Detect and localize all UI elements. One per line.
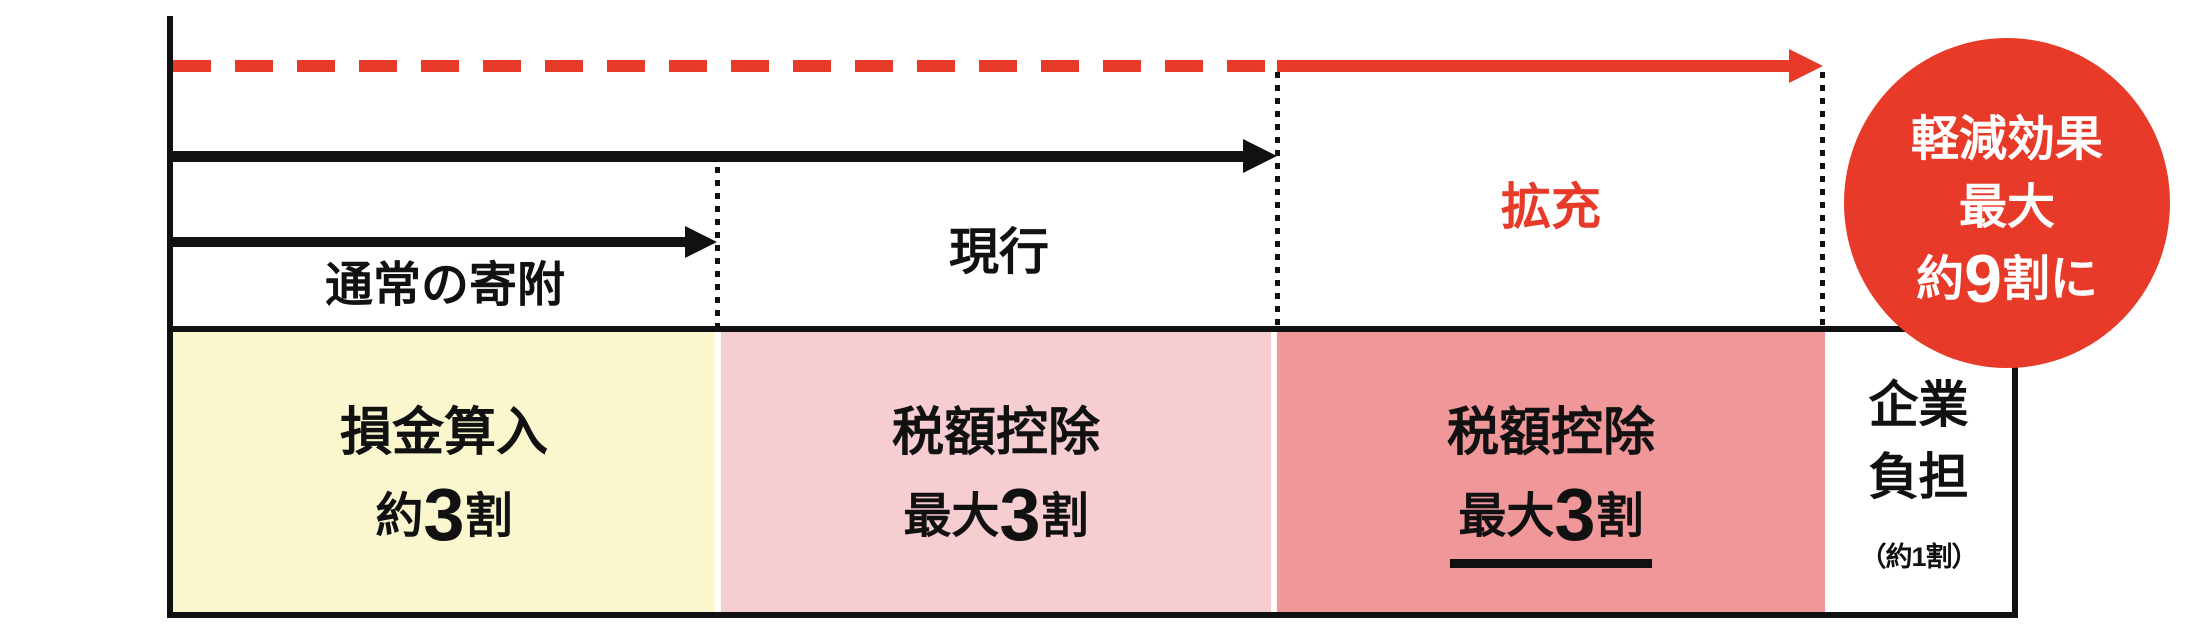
tax-credit-current-line1: 税額控除 <box>891 404 1100 462</box>
tax-credit-current-line2-big: 3 <box>999 473 1041 556</box>
normal-donation-arrow-shaft <box>173 237 685 247</box>
company-burden-line1: 企業 <box>1868 377 1969 433</box>
deduction-bar <box>167 326 2018 618</box>
section-tax-credit-expanded-bg <box>1277 332 1825 612</box>
expanded-arrowhead-icon <box>1789 49 1823 83</box>
tax-credit-expanded-line2: 最大3割 <box>1277 478 1825 568</box>
company-burden-line2: 負担 <box>1868 449 1969 505</box>
current-arrowhead-icon <box>1243 139 1277 173</box>
badge-line3-post: 割に <box>2001 253 2098 306</box>
tax-credit-current-line2: 最大3割 <box>721 478 1271 555</box>
vertical-axis-line <box>167 16 173 332</box>
loss-inclusion-line1: 損金算入 <box>339 404 548 462</box>
tax-credit-expanded-line2-pre: 最大 <box>1458 490 1555 543</box>
badge-line2: 最大 <box>1958 181 2055 234</box>
badge-line3-pre: 約 <box>1916 253 1965 306</box>
normal-donation-arrowhead-icon <box>685 226 717 258</box>
reduction-effect-badge: 軽減効果 最大 約9割に <box>1844 38 2170 368</box>
divider-dotted-1 <box>715 167 720 332</box>
expanded-arrow-dashed-shaft <box>173 60 1277 72</box>
company-burden-note: （約1割） <box>1859 542 1978 572</box>
loss-inclusion-line2-pre: 約 <box>375 490 424 543</box>
section-tax-credit-current-bg <box>721 332 1271 612</box>
current-label: 現行 <box>949 224 1049 280</box>
tax-credit-expanded-line2-post: 割 <box>1595 490 1644 543</box>
divider-dotted-3 <box>1820 72 1825 332</box>
current-arrow-shaft <box>173 151 1243 162</box>
normal-donation-label: 通常の寄附 <box>324 259 565 312</box>
loss-inclusion-line2-post: 割 <box>464 490 513 543</box>
badge-line1: 軽減効果 <box>1910 113 2103 166</box>
badge-line3-big: 9 <box>1964 241 2002 317</box>
divider-dotted-2 <box>1275 72 1280 332</box>
section-loss-inclusion-bg <box>173 332 715 612</box>
expanded-label: 拡充 <box>1501 179 1601 235</box>
badge-line3: 約9割に <box>1844 242 2170 318</box>
expanded-arrow-solid-shaft <box>1277 60 1790 72</box>
tax-credit-expanded-line1: 税額控除 <box>1446 404 1655 462</box>
loss-inclusion-line2-big: 3 <box>423 473 465 556</box>
tax-credit-current-line2-pre: 最大 <box>903 490 1000 543</box>
tax-credit-expanded-underline: 最大3割 <box>1450 478 1652 568</box>
loss-inclusion-line2: 約3割 <box>173 478 715 555</box>
tax-credit-current-line2-post: 割 <box>1040 490 1089 543</box>
tax-credit-expanded-line2-big: 3 <box>1554 473 1596 556</box>
